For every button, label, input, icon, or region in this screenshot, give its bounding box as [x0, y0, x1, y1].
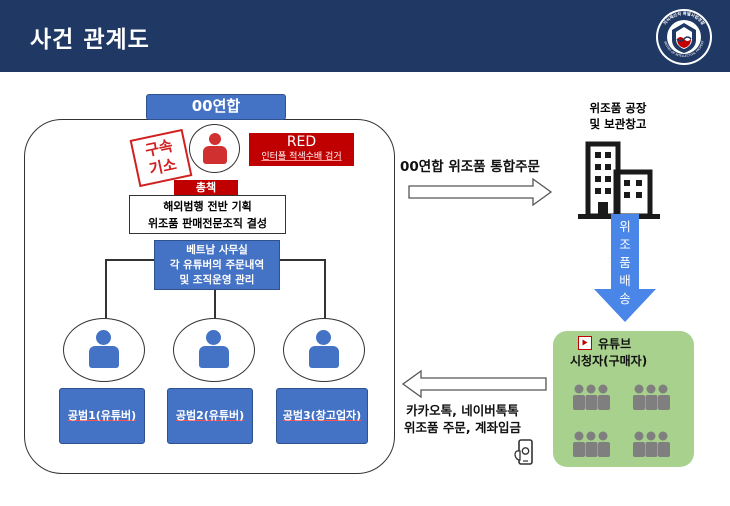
leader-role-badge: 총책: [174, 180, 238, 196]
leader-person-icon: [209, 133, 221, 145]
messenger-order-text: 카카오톡, 네이버톡톡 위조품 주문, 계좌입금: [404, 403, 521, 435]
member-person-icon-1: [96, 330, 111, 345]
member-person-icon-3: [316, 330, 331, 345]
organization-label: 00연합: [146, 94, 286, 120]
mobile-payment-icon: [514, 439, 533, 465]
org-line-center-vertical: [214, 290, 216, 318]
member-box-1: 공범1(유튜버): [59, 388, 145, 444]
viewer-group-icon: [633, 384, 670, 410]
member-person-body-2: [199, 346, 229, 368]
member-label-2: 공범2(유튜버): [175, 409, 245, 422]
header-bar: [0, 0, 730, 72]
org-line-right-horizontal: [280, 259, 325, 261]
member-label-3: 공범3(창고업자): [282, 409, 362, 422]
youtube-play-icon: [578, 336, 592, 350]
integrated-order-label: 00연합 위조품 통합주문: [400, 159, 540, 175]
red-notice-subtitle: 인터폴 적색수배 검거: [261, 152, 342, 162]
factory-label: 위조품 공장 및 보관창고: [589, 101, 647, 131]
member-box-2: 공범2(유튜버): [167, 388, 253, 444]
viewer-buyer-label: 시청자(구매자): [570, 354, 648, 368]
shipping-label: 위 조 품 배 송: [619, 219, 631, 306]
viewer-group-icon: [633, 431, 670, 457]
member-label-1: 공범1(유튜버): [67, 409, 137, 422]
agency-emblem-icon: 지식재산처 특별사법경찰 MINISTRY OF INTELLECTUAL PR…: [655, 8, 712, 65]
member-person-body-1: [89, 346, 119, 368]
leader-circle: [189, 124, 240, 173]
org-line-left-horizontal: [105, 259, 154, 261]
leader-person-body: [203, 146, 227, 164]
org-line-right-vertical: [324, 259, 326, 318]
arrow-right-icon: [408, 177, 553, 207]
member-person-body-3: [309, 346, 339, 368]
red-notice-title: RED: [286, 134, 317, 150]
crime-plan-box: 해외범행 전반 기획 위조품 판매전문조직 결성: [129, 195, 286, 234]
vietnam-office-box: 베트남 사무실 각 유튜버의 주문내역 및 조직운영 관리: [154, 240, 280, 290]
youtube-label: 유튜브: [598, 337, 632, 351]
viewer-group-icon: [573, 431, 610, 457]
org-line-left-vertical: [105, 259, 107, 318]
arrow-left-icon: [401, 369, 547, 399]
page-title: 사건 관계도: [30, 27, 150, 53]
viewer-group-icon: [573, 384, 610, 410]
member-box-3: 공범3(창고업자): [276, 388, 368, 444]
factory-building-icon: [578, 141, 660, 219]
arrow-down-icon: [594, 214, 656, 322]
interpol-red-notice-box: RED 인터폴 적색수배 검거: [249, 133, 354, 166]
member-person-icon-2: [206, 330, 221, 345]
